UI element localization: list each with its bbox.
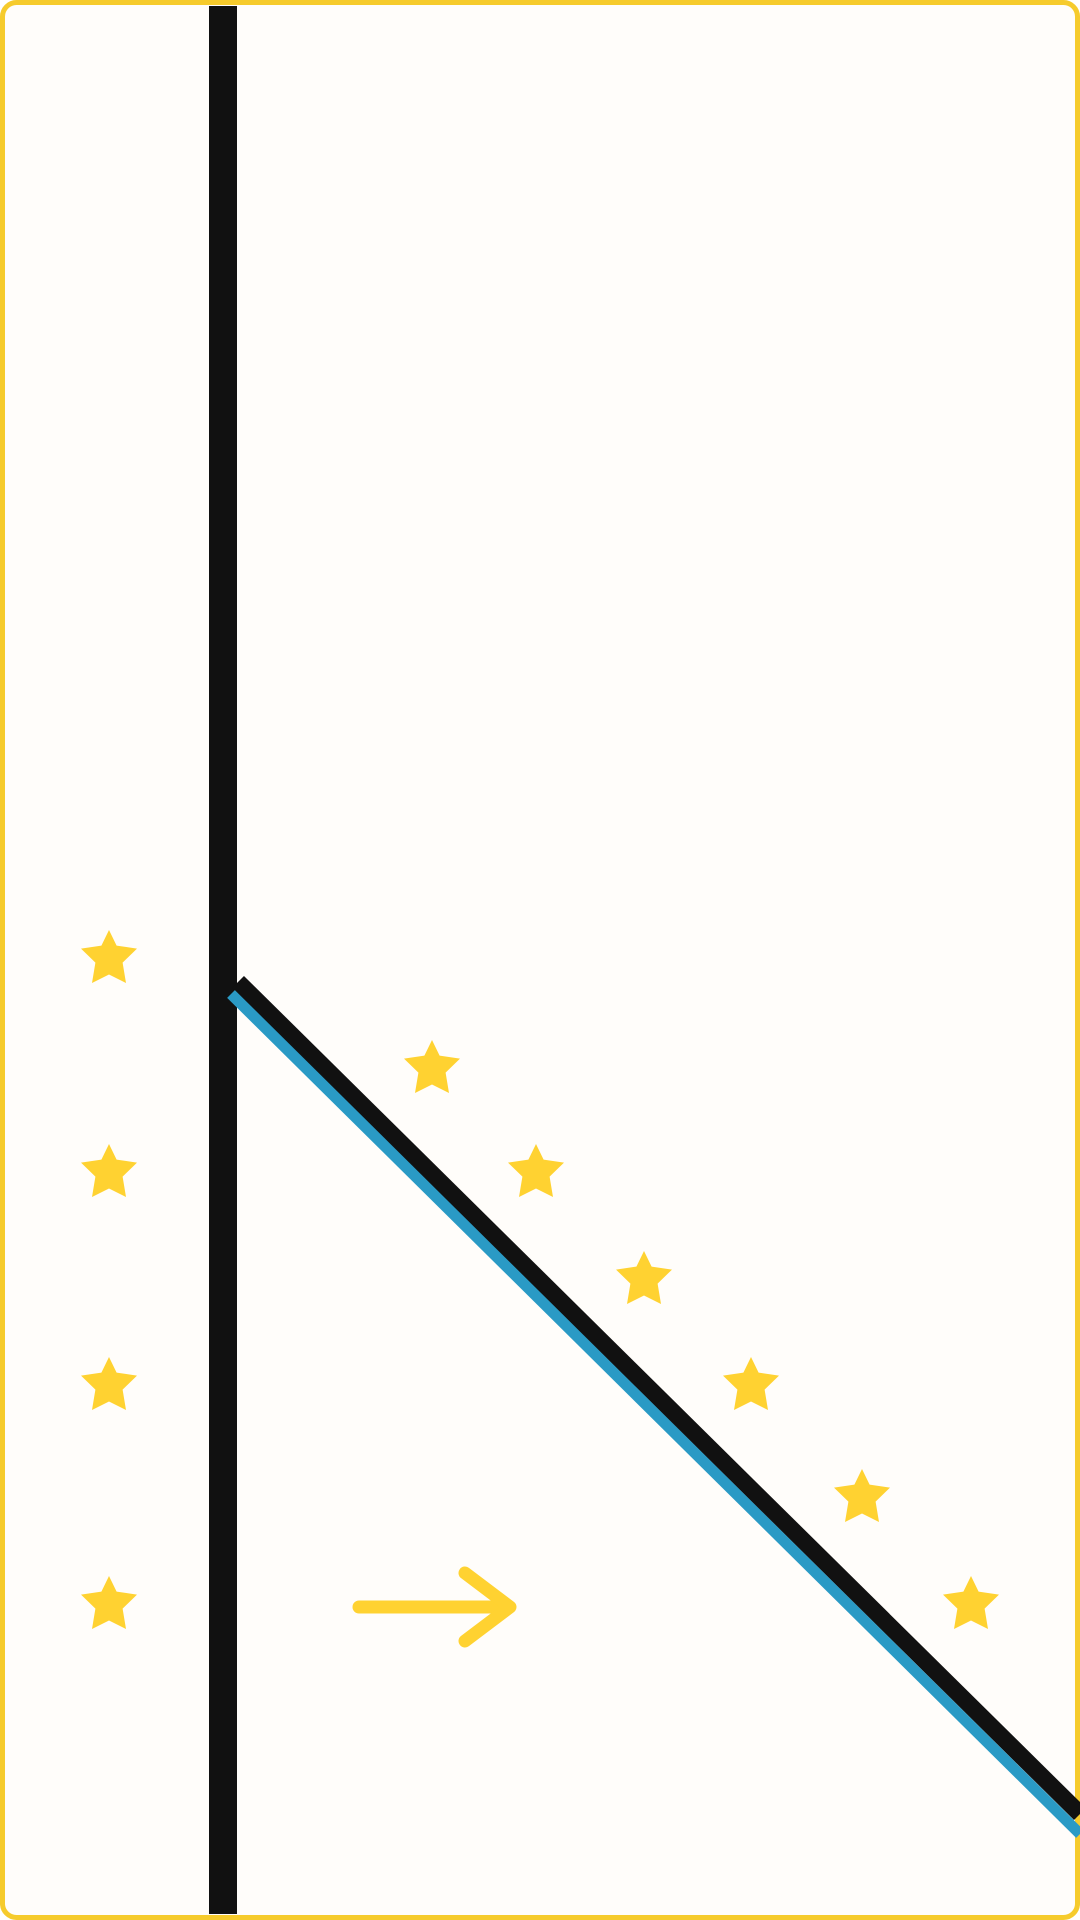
right-arrow-icon [352,1566,517,1648]
diagonal-wall-top [232,975,1080,1821]
diagonal-wall [227,975,1080,1838]
vertical-wall [209,6,237,1914]
diagonal-wall-bottom [227,990,1080,1838]
